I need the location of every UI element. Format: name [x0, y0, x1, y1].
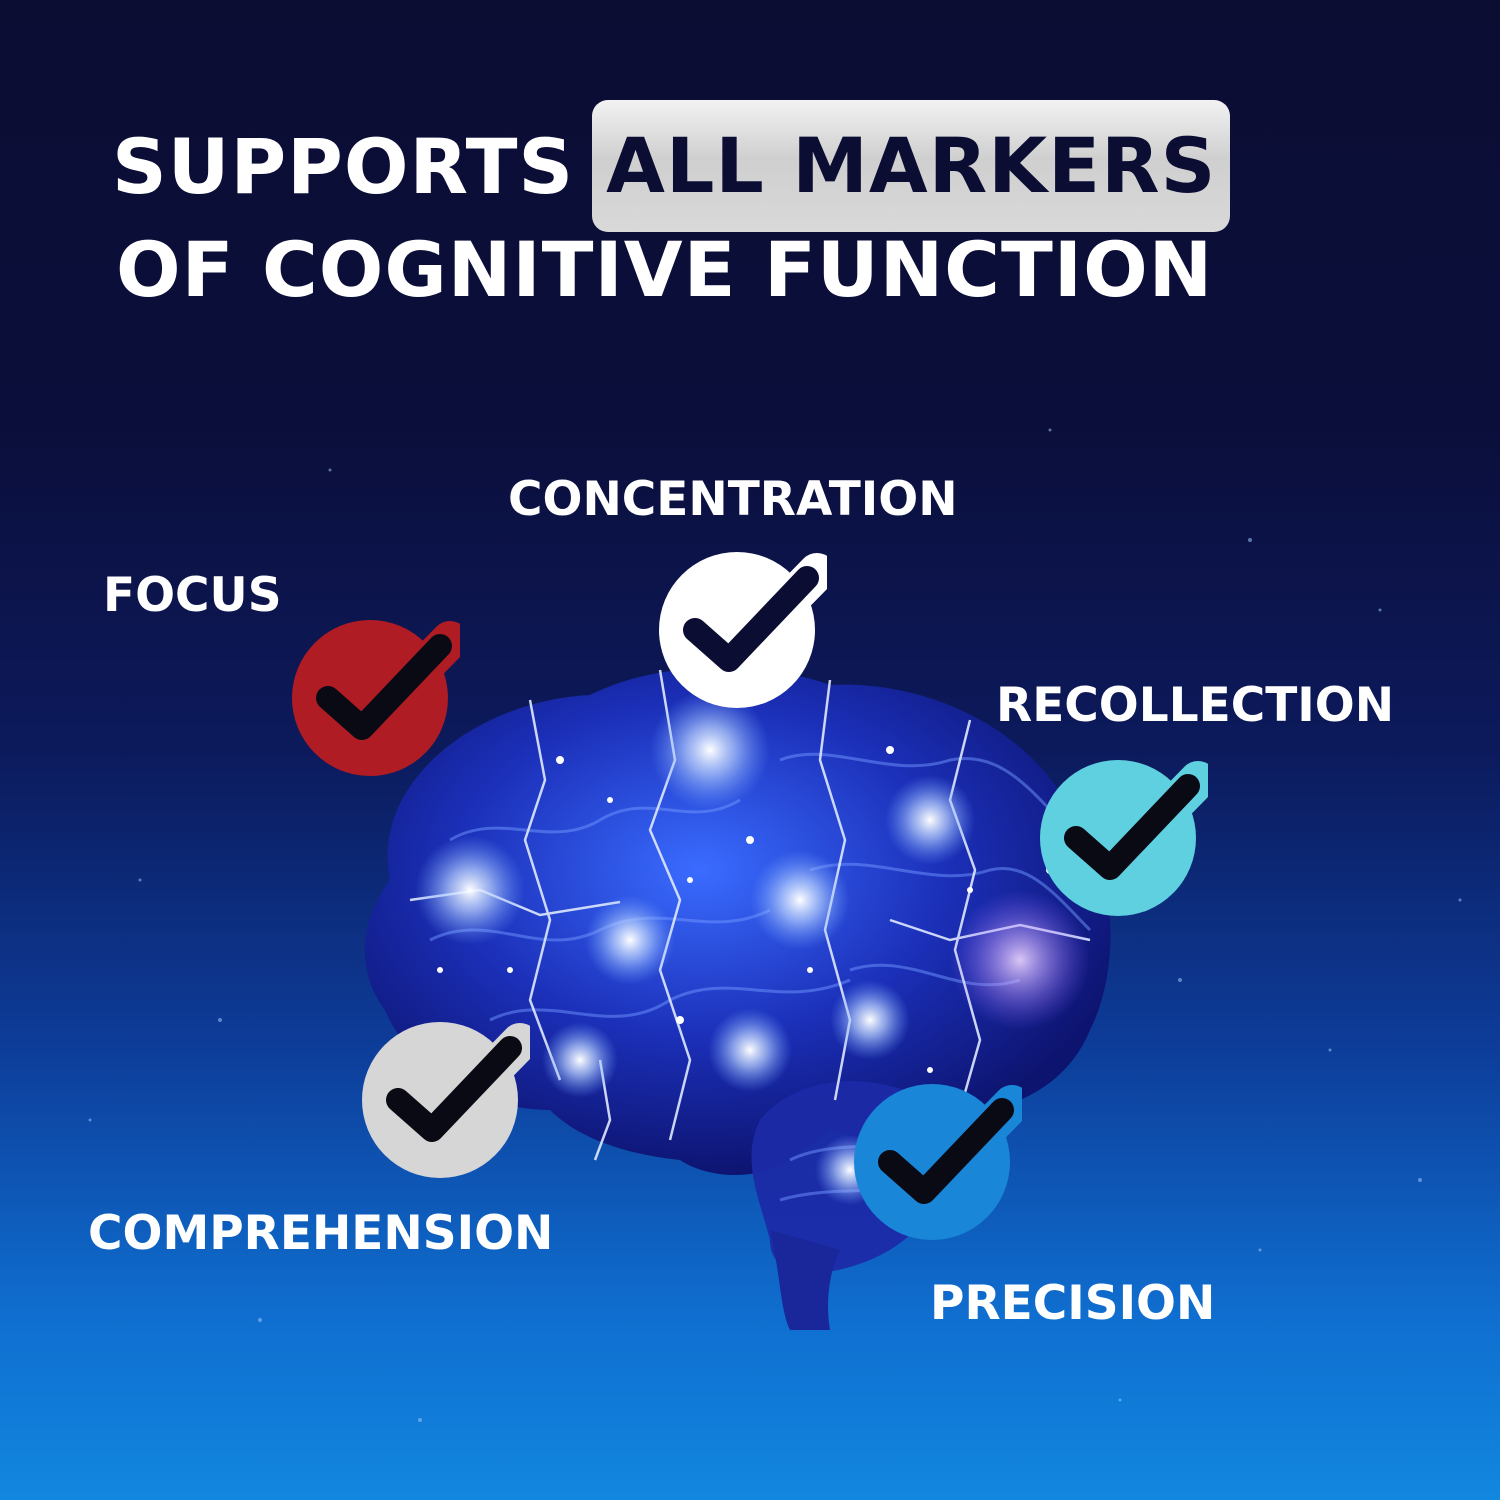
marker-label-concentration: CONCENTRATION [508, 472, 958, 527]
headline-highlight-pill: ALL MARKERS [592, 100, 1231, 232]
focus-checkmark-icon [292, 620, 460, 776]
comprehension-checkmark-icon [362, 1022, 530, 1178]
marker-label-focus: FOCUS [103, 568, 282, 623]
marker-label-comprehension: COMPREHENSION [88, 1206, 554, 1261]
marker-label-recollection: RECOLLECTION [996, 678, 1395, 733]
marker-label-precision: PRECISION [930, 1276, 1216, 1331]
headline-line-2: OF COGNITIVE FUNCTION [116, 225, 1214, 314]
concentration-checkmark-icon [659, 552, 827, 708]
precision-checkmark-icon [854, 1084, 1022, 1240]
headline-part1: SUPPORTS [112, 122, 575, 211]
recollection-checkmark-icon [1040, 760, 1208, 916]
glowing-brain-icon [364, 667, 1111, 1330]
